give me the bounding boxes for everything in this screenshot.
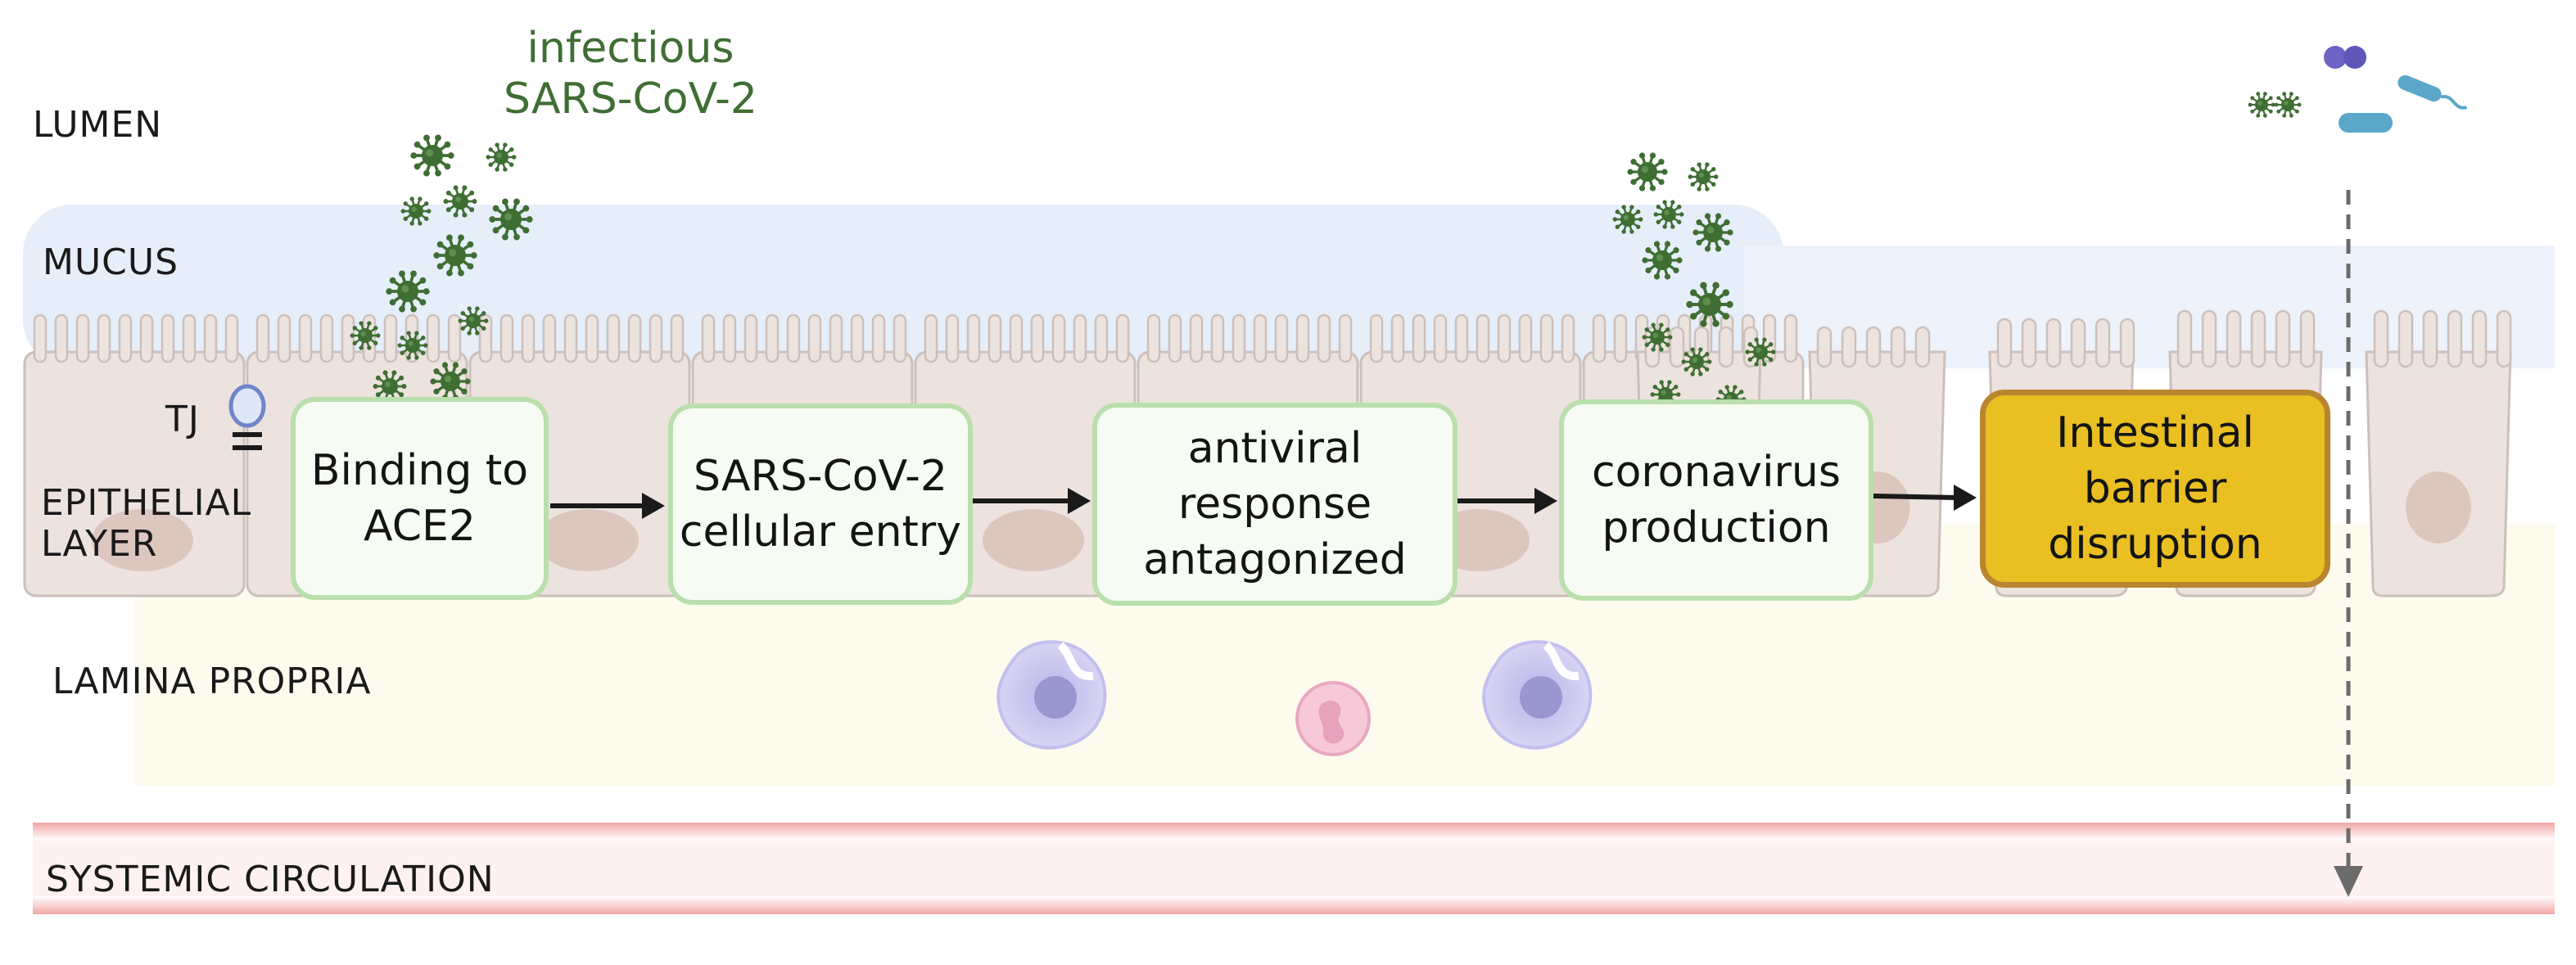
step-cellular-entry: SARS-CoV-2 cellular entry <box>668 404 973 605</box>
sars-cov-2-virion-icon <box>1612 205 1643 234</box>
sars-cov-2-virion-icon <box>397 331 428 360</box>
step-binding-ace2: Binding to ACE2 <box>291 397 549 600</box>
sars-cov-2-virion-icon <box>2274 92 2302 118</box>
sars-cov-2-virion-icon <box>1681 347 1712 377</box>
macrophage-icon <box>997 640 1107 750</box>
sars-cov-2-virion-icon <box>386 270 430 313</box>
sars-cov-2-virion-icon <box>1686 282 1733 327</box>
sars-cov-2-virion-icon <box>433 234 477 277</box>
macrophage-icon <box>1482 640 1593 750</box>
sars-cov-2-virion-icon <box>443 185 477 218</box>
translocation-arrow <box>2334 190 2363 897</box>
systemic-circulation-vessel <box>33 823 2555 914</box>
sars-cov-2-virion-icon <box>1653 200 1684 229</box>
epithelial-cell <box>23 313 246 597</box>
sars-cov-2-virion-icon <box>489 198 533 241</box>
epithelial-cell-disrupted <box>2365 309 2512 597</box>
lumen-label: LUMEN <box>33 104 163 146</box>
sars-cov-2-virion-icon <box>410 134 454 177</box>
tight-junction-label: TJ <box>165 399 200 440</box>
tight-junction-icon <box>228 384 266 450</box>
sars-cov-2-virion-icon <box>1642 241 1683 280</box>
step-arrows <box>550 485 1977 519</box>
sars-cov-2-virion-icon <box>486 142 517 172</box>
sars-cov-2-virion-icon <box>1642 322 1673 352</box>
step-antiviral-antagonized: antiviral response antagonized <box>1092 403 1457 606</box>
sars-cov-2-virion-icon <box>400 196 432 226</box>
sars-cov-2-virion-icon <box>1627 152 1668 192</box>
epithelial-layer-label: EPITHELIAL LAYER <box>41 482 252 565</box>
step-coronavirus-production: coronavirus production <box>1559 399 1873 601</box>
gut-microbe-icon <box>2324 46 2467 133</box>
sars-cov-2-virion-icon <box>1692 213 1733 252</box>
sars-cov-2-virion-icon <box>1688 162 1719 192</box>
lamina-propria-label: LAMINA PROPRIA <box>52 661 372 702</box>
step-intestinal-barrier-disruption: Intestinal barrier disruption <box>1980 390 2330 588</box>
sars-cov-2-virion-icon <box>458 306 489 336</box>
sars-cov-2-virion-icon <box>350 321 381 350</box>
neutrophil-icon <box>1295 681 1371 756</box>
mucus-label: MUCUS <box>43 241 179 283</box>
systemic-circulation-label: SYSTEMIC CIRCULATION <box>46 859 495 900</box>
sars-cov-2-virions <box>350 92 2302 414</box>
sars-cov-2-virion-icon <box>373 370 407 403</box>
infectious-virus-label: infectious SARS-CoV-2 <box>504 24 757 124</box>
sars-cov-2-virion-icon <box>2248 92 2275 118</box>
sars-cov-2-virion-icon <box>1745 337 1776 367</box>
